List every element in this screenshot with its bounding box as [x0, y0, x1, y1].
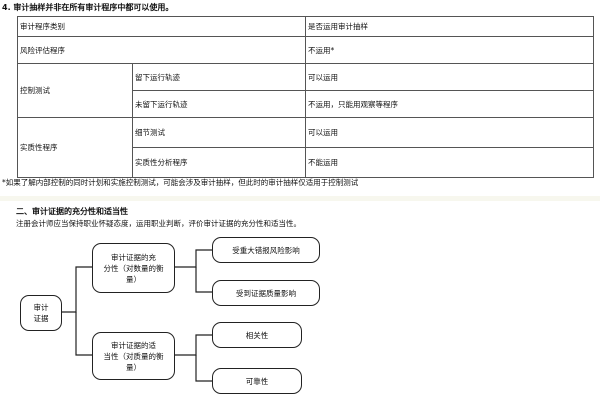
node-quality-influence: 受到证据质量影响	[212, 280, 320, 306]
section-title: 二、审计证据的充分性和适当性	[16, 207, 128, 216]
root-node-audit-evidence: 审计证据	[20, 295, 62, 331]
connector-root-appropriateness	[75, 312, 92, 356]
node-appropriateness: 审计证据的适 当性（对质量的衡 量）	[92, 332, 175, 380]
table-row: 未留下运行轨迹 不运用，只能用观察等程序	[18, 90, 594, 118]
node-sufficiency: 审计证据的充 分性（对数量的衡 量）	[92, 243, 175, 293]
connector-sufficiency-quality	[195, 267, 212, 293]
table-row: 实质性分析程序 不能运用	[18, 147, 594, 178]
footnote: *如果了解内部控制的同时计划和实施控制测试，可能会涉及审计抽样，但此时的审计抽样…	[2, 178, 359, 187]
sampling-applicability-table: 审计程序类别 是否运用审计抽样 风险评估程序 不运用* 控制测试 留下运行轨迹 …	[17, 16, 594, 178]
connector-appropriateness-relevance	[175, 334, 212, 356]
substantive-value-2: 不能运用	[305, 147, 594, 178]
node-risk-influence: 受重大错报风险影响	[212, 237, 320, 263]
substantive-value-1: 可以运用	[305, 117, 594, 148]
control-value-2: 不运用，只能用观察等程序	[305, 90, 594, 118]
connector-sufficiency-risk	[175, 249, 212, 268]
table-row: 实质性程序 细节测试 可以运用	[17, 117, 594, 178]
section-heading: 4. 审计抽样并非在所有审计程序中都可以使用。	[2, 3, 174, 12]
connector-root-sufficiency	[62, 266, 92, 313]
connector-appropriateness-reliability	[195, 355, 212, 382]
risk-assessment-label: 风险评估程序	[17, 36, 306, 64]
node-reliability: 可靠性	[212, 368, 302, 394]
substantive-sub-2: 实质性分析程序	[132, 147, 306, 178]
section-subtitle: 注册会计师应当保持职业怀疑态度，运用职业判断，评价审计证据的充分性和适当性。	[16, 219, 301, 228]
node-relevance: 相关性	[212, 322, 302, 348]
substantive-label: 实质性程序	[17, 117, 133, 178]
control-sub-2: 未留下运行轨迹	[132, 90, 306, 118]
divider	[0, 196, 600, 201]
control-testing-label: 控制测试	[17, 63, 133, 118]
